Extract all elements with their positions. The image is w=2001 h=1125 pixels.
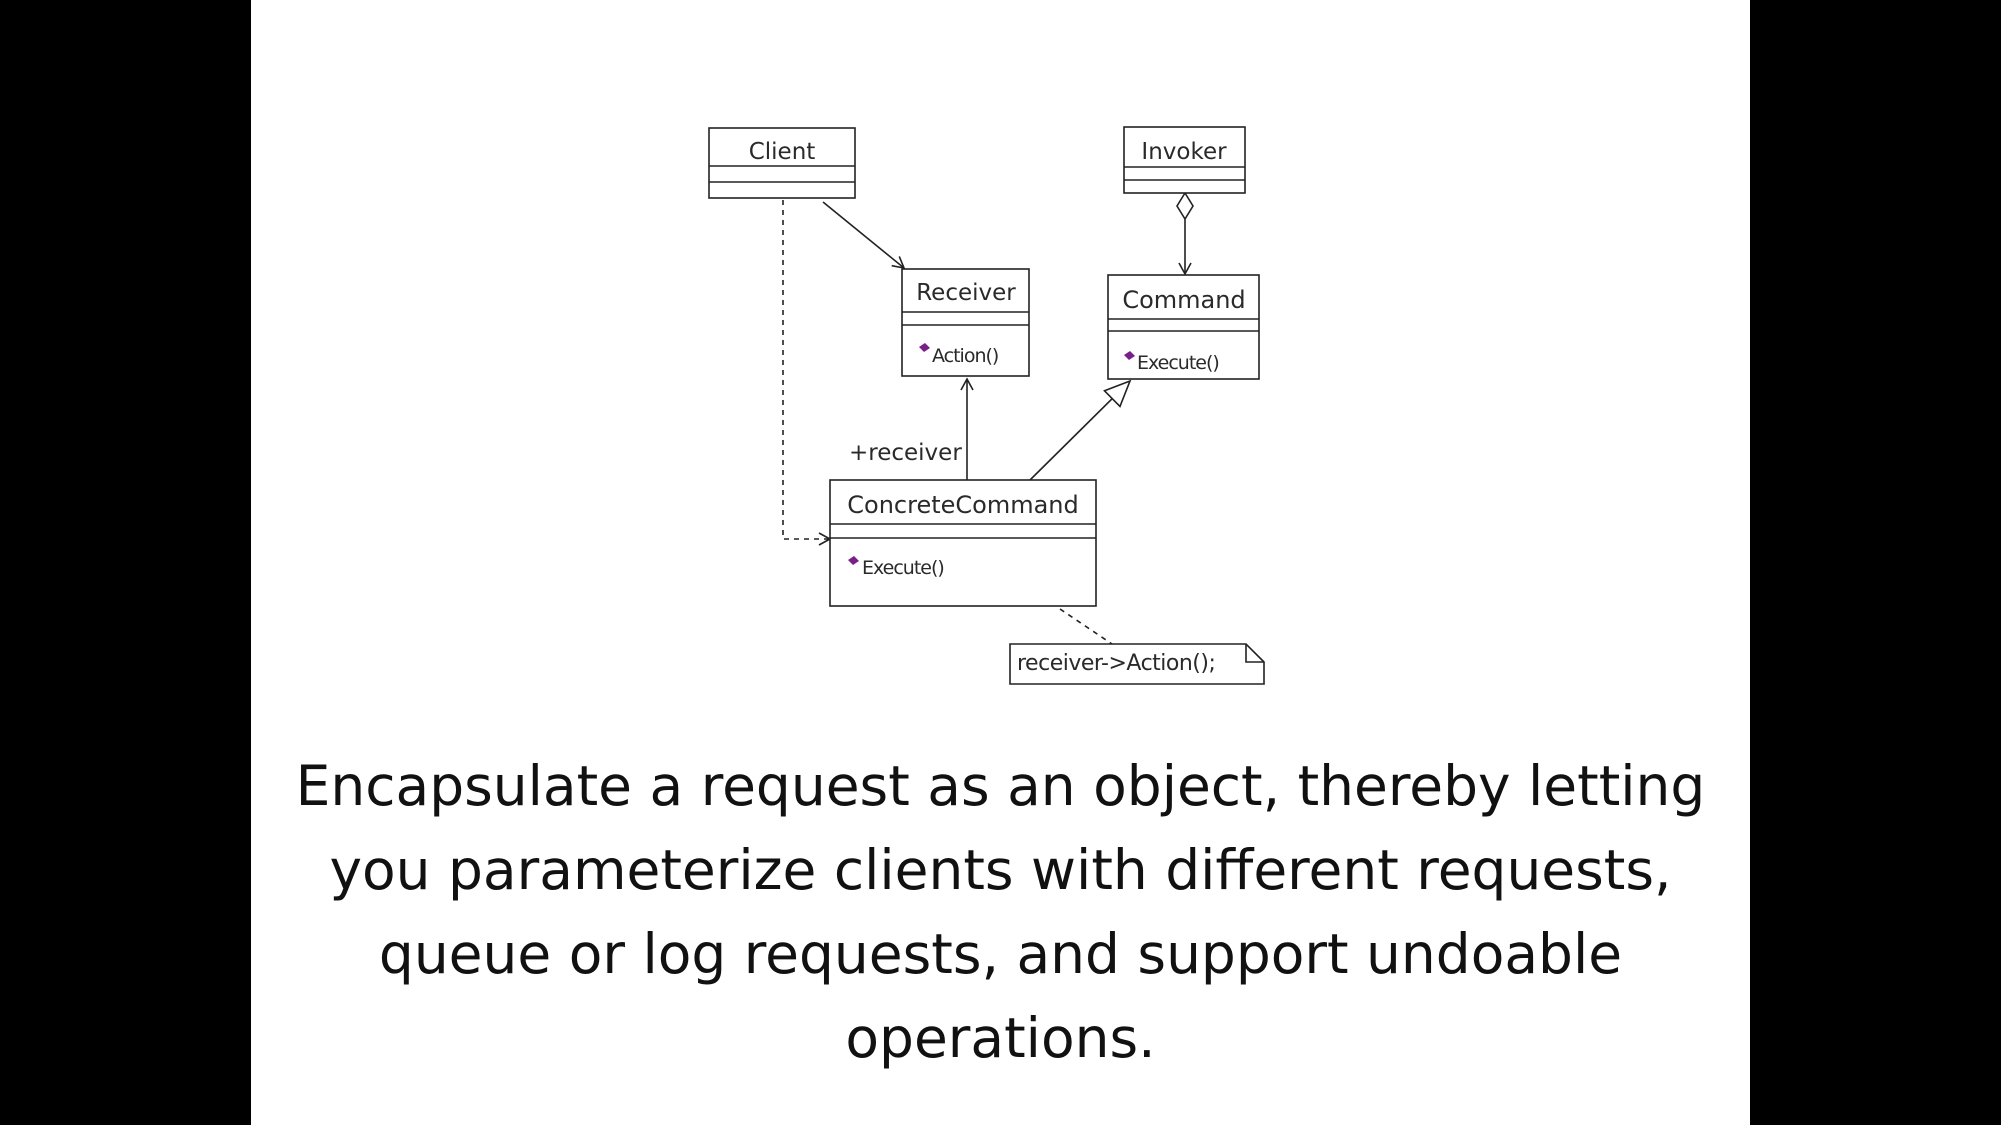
uml-note: receiver->Action(); [1009, 643, 1265, 685]
aggregation-diamond-icon [1176, 191, 1194, 221]
slide-caption: Encapsulate a request as an object, ther… [295, 754, 1706, 1070]
receiver-operation: Action() [932, 345, 998, 367]
class-client: Client [708, 127, 856, 199]
class-concrete-command-name: ConcreteCommand [847, 491, 1078, 519]
receiver-role-label: +receiver [849, 440, 962, 466]
command-operation: Execute() [1137, 352, 1219, 374]
concrete-command-operation: Execute() [862, 557, 944, 579]
operation-icon [1124, 351, 1135, 360]
class-command-name: Command [1122, 286, 1245, 314]
relationships [782, 191, 1194, 645]
class-concrete-command: ConcreteCommand Execute() [829, 479, 1097, 607]
class-command: Command Execute() [1107, 274, 1260, 380]
client-receiver-association [822, 201, 906, 270]
operation-icon [919, 343, 930, 352]
uml-note-text: receiver->Action(); [1017, 651, 1215, 676]
class-invoker-name: Invoker [1141, 139, 1227, 165]
class-invoker: Invoker [1123, 126, 1246, 194]
class-receiver-name: Receiver [916, 280, 1016, 306]
note-anchor-link [1059, 608, 1113, 645]
concretecommand-command-generalization [1029, 379, 1132, 481]
operation-icon [848, 556, 859, 565]
client-concretecommand-dependency [782, 200, 832, 546]
class-client-name: Client [749, 139, 816, 165]
class-receiver: Receiver Action() [901, 268, 1030, 377]
